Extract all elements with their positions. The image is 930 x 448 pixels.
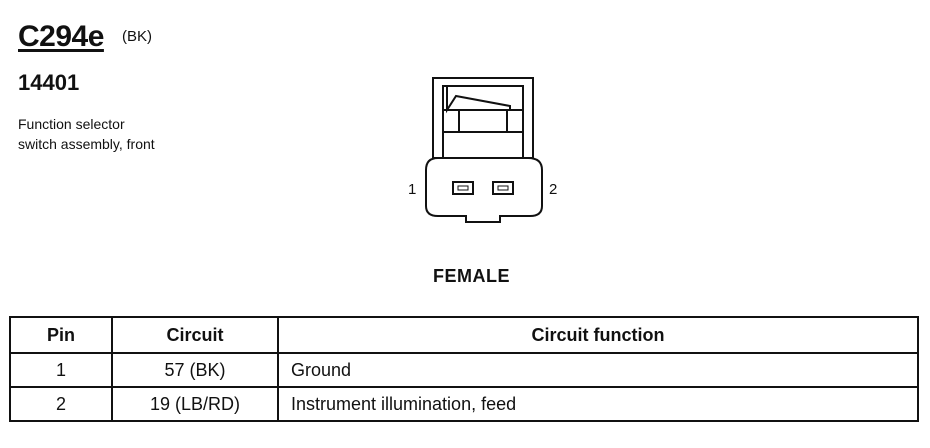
- description-line-1: Function selector: [18, 116, 125, 132]
- connector-mating-face: [425, 157, 543, 223]
- table-header-row: Pin Circuit Circuit function: [9, 316, 919, 354]
- circuit-function-cell: Instrument illumination, feed: [277, 386, 919, 422]
- view-label: FEMALE: [433, 266, 510, 286]
- pin-cell: 2: [9, 386, 113, 422]
- connector-face-drawing: [425, 77, 543, 223]
- circuit-cell: 57 (BK): [111, 352, 279, 388]
- pin-1-cavity: [452, 181, 474, 195]
- pinout-table: Pin Circuit Circuit function 1 57 (BK) G…: [9, 316, 919, 422]
- header-circuit: Circuit: [111, 316, 279, 354]
- connector-description: Function selector switch assembly, front: [18, 114, 155, 154]
- description-line-2: switch assembly, front: [18, 136, 155, 152]
- pin-2-label: 2: [549, 181, 558, 198]
- pin-cell: 1: [9, 352, 113, 388]
- circuit-function-cell: Ground: [277, 352, 919, 388]
- table-row: 2 19 (LB/RD) Instrument illumination, fe…: [9, 386, 919, 422]
- connector-id: C294e: [18, 20, 104, 53]
- part-number: 14401: [18, 70, 80, 95]
- pin-2-cavity: [492, 181, 514, 195]
- locking-latch: [446, 86, 511, 114]
- table-row: 1 57 (BK) Ground: [9, 352, 919, 388]
- pin-1-label: 1: [408, 181, 417, 198]
- circuit-cell: 19 (LB/RD): [111, 386, 279, 422]
- connector-color: (BK): [122, 28, 152, 45]
- header-circuit-function: Circuit function: [277, 316, 919, 354]
- header-pin: Pin: [9, 316, 113, 354]
